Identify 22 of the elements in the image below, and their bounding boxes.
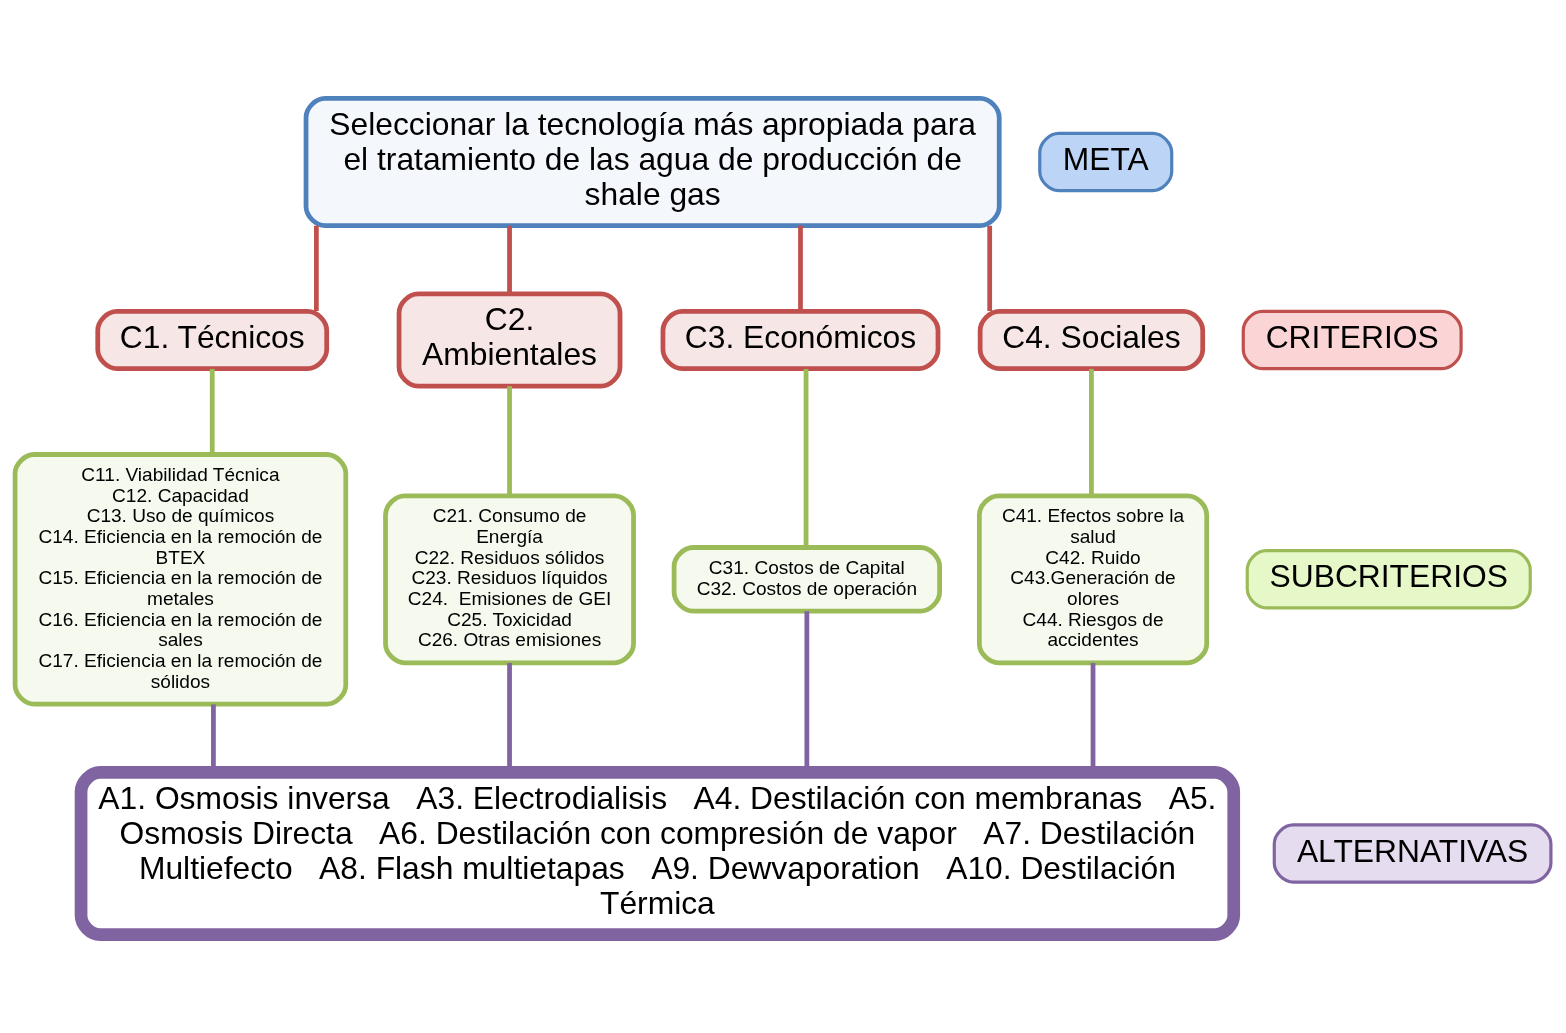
node-box: META bbox=[1038, 131, 1174, 193]
connector bbox=[507, 386, 512, 496]
connector bbox=[314, 225, 319, 311]
node-box: C31. Costos de Capital C32. Costos de operación bbox=[671, 545, 942, 614]
connector bbox=[987, 225, 993, 311]
connector bbox=[507, 225, 512, 294]
node-box: C41. Efectos sobre la salud C42. Ruido C43.Generación de olores C44. Riesgos de accidentes bbox=[976, 493, 1210, 666]
node-box: C11. Viabilidad Técnica C12. Capacidad C13. Uso de químicos C14. Eficiencia en la remoción de BTEX C15. Eficiencia en la remoción de metales C16. Eficiencia en la remoción de sales C17. Eficiencia en la remoción de sólidos bbox=[12, 452, 349, 707]
node-box: C21. Consumo de Energía C22. Residuos sólidos C23. Residuos líquidos C24. Emisiones de GEI C25. Toxicidad C26. Otras emisiones bbox=[383, 493, 636, 666]
node-box: C4. Sociales bbox=[977, 309, 1206, 372]
connector bbox=[1089, 368, 1094, 496]
node-box: ALTERNATIVAS bbox=[1272, 823, 1553, 884]
node-box: C2. Ambientales bbox=[396, 291, 623, 389]
node-box: CRITERIOS bbox=[1241, 309, 1463, 371]
connector bbox=[798, 225, 803, 311]
node-box: C1. Técnicos bbox=[95, 309, 330, 372]
connector bbox=[803, 368, 809, 548]
node-box: SUBCRITERIOS bbox=[1245, 549, 1532, 610]
node-box: Seleccionar la tecnología más apropiada para el tratamiento de las agua de producción de shale gas bbox=[303, 95, 1002, 228]
node-box: C3. Económicos bbox=[660, 309, 941, 372]
node-box: A1. Osmosis inversa A3. Electrodialisis A4. Destilación con membranas A5. Osmosis Directa A6. Destilación con compresión de vapor A7. Destilación Multiefecto A8. Flash multietapas A9. Dewvaporation A10. Destilación Térmica bbox=[74, 766, 1241, 941]
connector bbox=[209, 368, 215, 455]
